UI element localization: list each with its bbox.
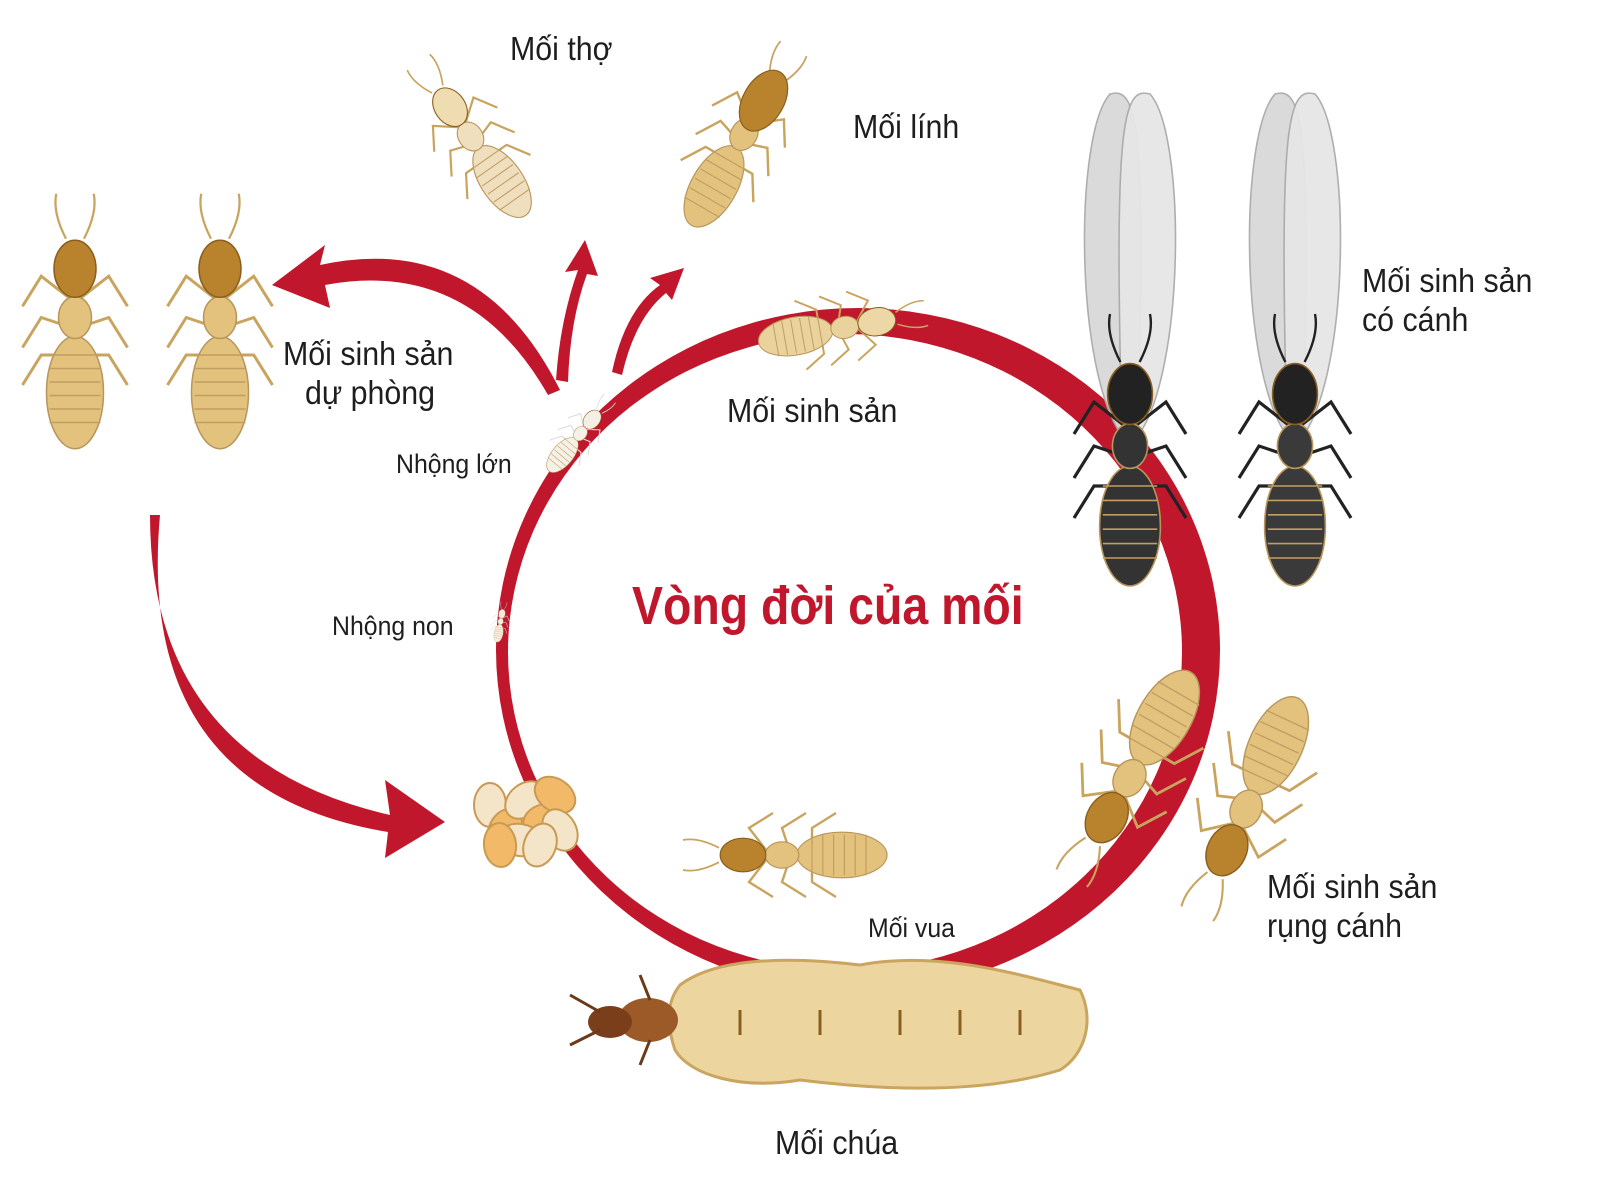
dewinged-termite-2 — [1180, 695, 1318, 922]
arrow-to-soldier — [612, 268, 684, 375]
winged-termite-1 — [1072, 92, 1188, 587]
arrow-to-reserve — [272, 245, 560, 395]
reserve-reproductive-termite-1 — [21, 193, 129, 450]
young-nymph — [490, 601, 510, 643]
label-worker: Mối thợ — [510, 30, 613, 67]
winged-termite-2 — [1237, 92, 1353, 587]
reproductive-termite — [757, 290, 929, 371]
label-winged-2: có cánh — [1362, 301, 1469, 338]
label-queen: Mối chúa — [775, 1124, 899, 1161]
label-large-nymph: Nhộng lớn — [396, 449, 512, 479]
large-nymph — [546, 393, 616, 473]
king-termite — [682, 811, 888, 899]
arrow-to-worker — [556, 240, 598, 382]
label-dewinged-1: Mối sinh sản — [1267, 868, 1438, 905]
reserve-reproductive-termite-2 — [166, 193, 274, 450]
label-king: Mối vua — [868, 913, 955, 943]
label-reserve-1: Mối sinh sản — [283, 335, 454, 372]
label-young-nymph: Nhộng non — [332, 611, 454, 641]
label-reproductive: Mối sinh sản — [727, 392, 898, 429]
diagram-title: Vòng đời của mối — [632, 576, 1024, 636]
arrow-reserve-to-eggs — [150, 515, 445, 858]
queen-termite — [569, 958, 1089, 1090]
dewinged-termite-1 — [1055, 669, 1205, 888]
label-reserve-2: dự phòng — [305, 374, 436, 411]
soldier-termite — [680, 40, 808, 228]
label-soldier: Mối lính — [853, 108, 960, 145]
eggs-cluster — [473, 775, 579, 868]
label-winged-1: Mối sinh sản — [1362, 262, 1533, 299]
worker-termite — [406, 53, 532, 218]
label-dewinged-2: rụng cánh — [1267, 907, 1403, 944]
lifecycle-ring — [496, 308, 1220, 992]
